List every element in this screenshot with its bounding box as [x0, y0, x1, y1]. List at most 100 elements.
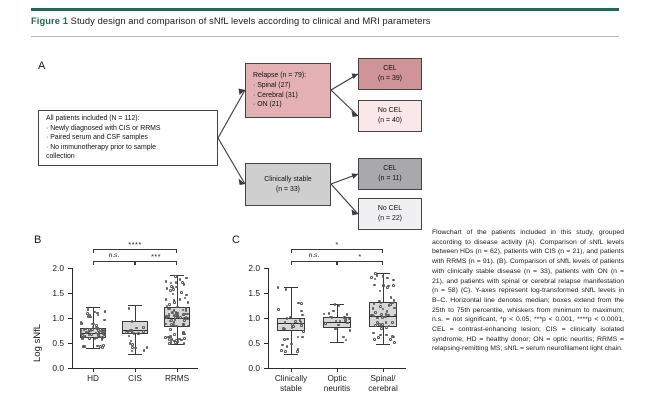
data-point [131, 346, 134, 349]
data-point [174, 312, 178, 315]
data-point [99, 345, 102, 348]
data-point [380, 327, 383, 331]
data-point [90, 333, 93, 336]
data-point [88, 337, 91, 340]
data-point [96, 344, 99, 348]
y-tick-label: 2.0 [52, 262, 64, 273]
data-point [130, 320, 134, 323]
significance-bracket: * [291, 240, 383, 253]
data-point [285, 317, 289, 320]
bracket-cap-left [135, 261, 136, 265]
data-point [185, 293, 189, 297]
bracket-bar [135, 261, 177, 262]
data-point [127, 307, 131, 310]
y-tick-label: 0.0 [52, 362, 64, 373]
data-point [344, 338, 348, 342]
data-point [183, 336, 186, 340]
flow-line: collection [46, 153, 75, 161]
data-point [373, 277, 377, 281]
data-point [379, 333, 382, 337]
whisker-lower [93, 337, 94, 348]
data-point [301, 335, 304, 339]
data-point [167, 312, 171, 316]
panel-letter-a: A [38, 60, 46, 72]
data-point [371, 314, 375, 318]
data-point [384, 325, 388, 329]
median-line [121, 329, 148, 331]
whisker-cap-lower [128, 354, 142, 355]
data-point [333, 303, 337, 307]
data-point [373, 283, 376, 287]
y-tick [264, 368, 268, 369]
data-point [182, 332, 186, 336]
significance-label: * [358, 252, 362, 261]
data-point [343, 316, 346, 320]
data-point [379, 305, 382, 308]
significance-label: *** [150, 252, 162, 261]
whisker-lower [383, 327, 384, 344]
data-point [377, 336, 380, 339]
bracket-bar [291, 261, 337, 262]
data-point [164, 298, 168, 301]
data-point [174, 280, 178, 284]
data-point [342, 335, 345, 339]
bracket-cap-right [382, 249, 383, 253]
x-tick-label: HD [87, 374, 99, 383]
flow-line: CEL [383, 165, 397, 173]
y-tick [68, 368, 72, 369]
data-point [284, 287, 288, 291]
data-point [302, 330, 305, 333]
whisker-cap-upper [128, 304, 142, 306]
data-point [81, 336, 85, 339]
data-point [96, 332, 100, 336]
whisker-upper [291, 286, 292, 318]
data-point [174, 316, 177, 320]
flow-box-relapse: Relapse (n = 79): · Spinal (27) · Cerebr… [245, 63, 331, 118]
data-point [384, 321, 388, 325]
data-point [172, 308, 176, 312]
data-point [86, 311, 89, 315]
flow-line: (n = 33) [276, 185, 300, 193]
data-point [372, 302, 376, 305]
flow-line: · No immunotherapy prior to sample [46, 143, 156, 151]
data-point [334, 327, 337, 331]
data-point [180, 338, 184, 342]
data-point [101, 343, 105, 347]
y-tick [264, 293, 268, 294]
data-point [102, 333, 106, 337]
flow-line: (n = 40) [378, 117, 402, 124]
flow-line: Clinically stable [264, 175, 312, 183]
data-point [93, 337, 97, 340]
x-tick [337, 368, 338, 372]
significance-label: * [335, 240, 339, 249]
x-tick-label: Spinal/cerebral [368, 374, 398, 393]
significance-label: n.s. [308, 252, 320, 259]
y-tick-label: 0.0 [248, 362, 260, 373]
y-tick-label: 0.5 [248, 337, 260, 348]
data-point [338, 319, 342, 323]
whisker-upper [383, 273, 384, 302]
data-point [379, 301, 383, 305]
data-point [88, 314, 91, 317]
data-point [290, 326, 294, 330]
data-point [322, 312, 326, 316]
data-point [387, 313, 390, 317]
data-point [170, 338, 174, 341]
bracket-cap-left [93, 261, 94, 265]
whisker-lower [337, 328, 338, 342]
whisker-cap-lower [170, 344, 184, 345]
flow-box-clinically-stable: Clinically stable (n = 33) [245, 163, 331, 206]
data-point [181, 281, 184, 284]
data-point [181, 308, 185, 312]
data-point [132, 331, 136, 335]
data-point [280, 343, 284, 347]
data-point [375, 274, 379, 277]
y-axis [268, 268, 269, 368]
whisker-upper [93, 307, 94, 328]
data-point [172, 321, 176, 324]
data-point [168, 303, 172, 306]
data-point [164, 315, 168, 319]
data-point [384, 313, 388, 316]
